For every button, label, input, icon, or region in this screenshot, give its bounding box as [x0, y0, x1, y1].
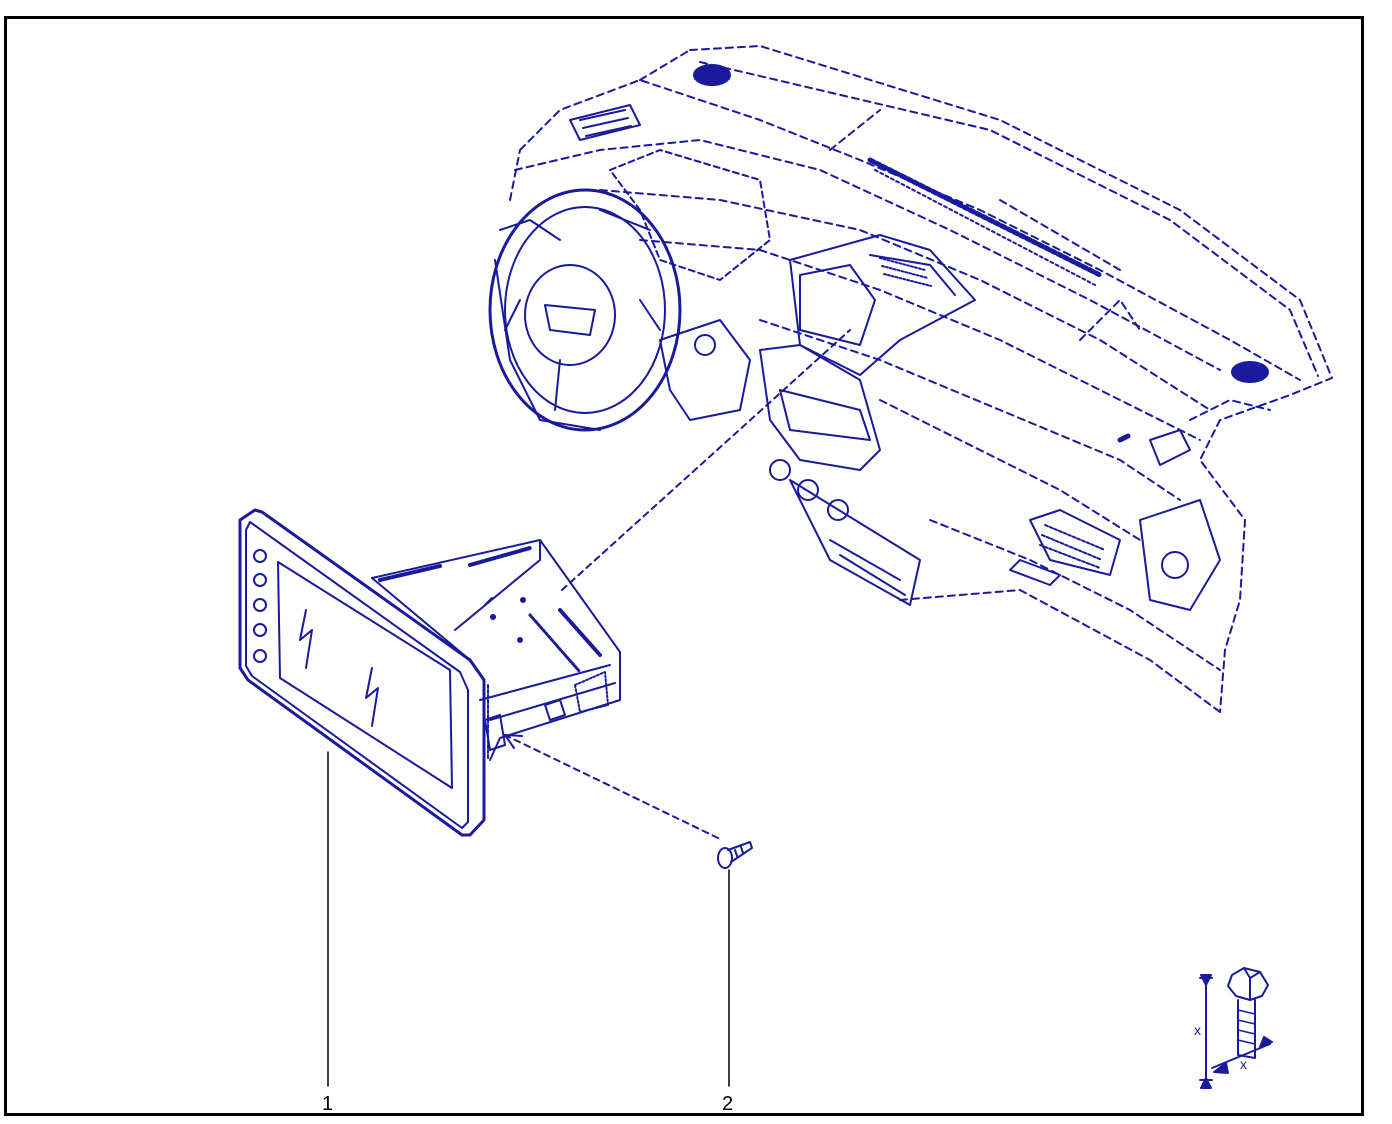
display-button — [253, 573, 267, 587]
speaker-left-icon — [693, 64, 731, 86]
screw-part — [717, 841, 753, 869]
diagram-frame — [4, 16, 1364, 1116]
arrowhead-icon — [504, 734, 523, 749]
display-screen — [277, 561, 453, 789]
assembly-line — [561, 329, 851, 591]
dashboard-assembly — [488, 45, 1333, 713]
display-button — [253, 649, 267, 663]
display-button — [253, 623, 267, 637]
bolt-torque-icon — [1199, 967, 1273, 1089]
callout-label-1: 1 — [322, 1093, 334, 1115]
steering-wheel — [488, 188, 682, 432]
display-button — [253, 549, 267, 563]
radio-display-unit — [238, 508, 621, 837]
callout-label-2: 2 — [722, 1093, 734, 1115]
dimension-label-horizontal: x — [1240, 1056, 1247, 1072]
screw-assembly-line — [504, 734, 719, 839]
speaker-right-icon — [1231, 361, 1269, 383]
display-button — [253, 598, 267, 612]
dimension-label-vertical: x — [1194, 1022, 1201, 1038]
